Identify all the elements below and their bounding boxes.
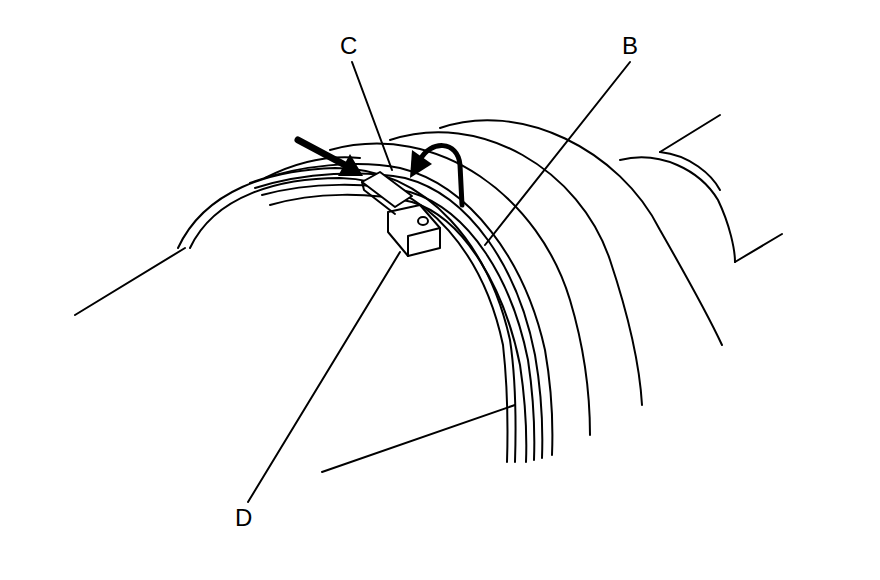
band-edge [270, 195, 526, 462]
part-label: C [338, 34, 359, 58]
band-clip [408, 228, 440, 256]
band-tab [362, 182, 395, 214]
clip-hole [418, 217, 428, 225]
shaft-line [735, 234, 782, 262]
band-edge [262, 185, 534, 460]
band-clip [388, 205, 440, 256]
boot-fold [660, 152, 720, 190]
leader-line [485, 62, 630, 245]
fold-arrow-head [410, 150, 432, 178]
part-label: D [233, 506, 254, 530]
shaft-line [75, 248, 185, 315]
shaft-line [322, 405, 515, 472]
band-edge [250, 164, 552, 455]
part-label: B [620, 34, 640, 58]
band-edge [255, 173, 542, 458]
push-arrow-head [338, 154, 363, 176]
push-arrow [298, 140, 345, 165]
fold-arrow [420, 146, 462, 205]
leader-line [352, 62, 392, 170]
leader-line [248, 252, 400, 502]
shaft-line [660, 115, 720, 152]
band-tab [362, 172, 412, 207]
boot-fold [620, 157, 735, 262]
